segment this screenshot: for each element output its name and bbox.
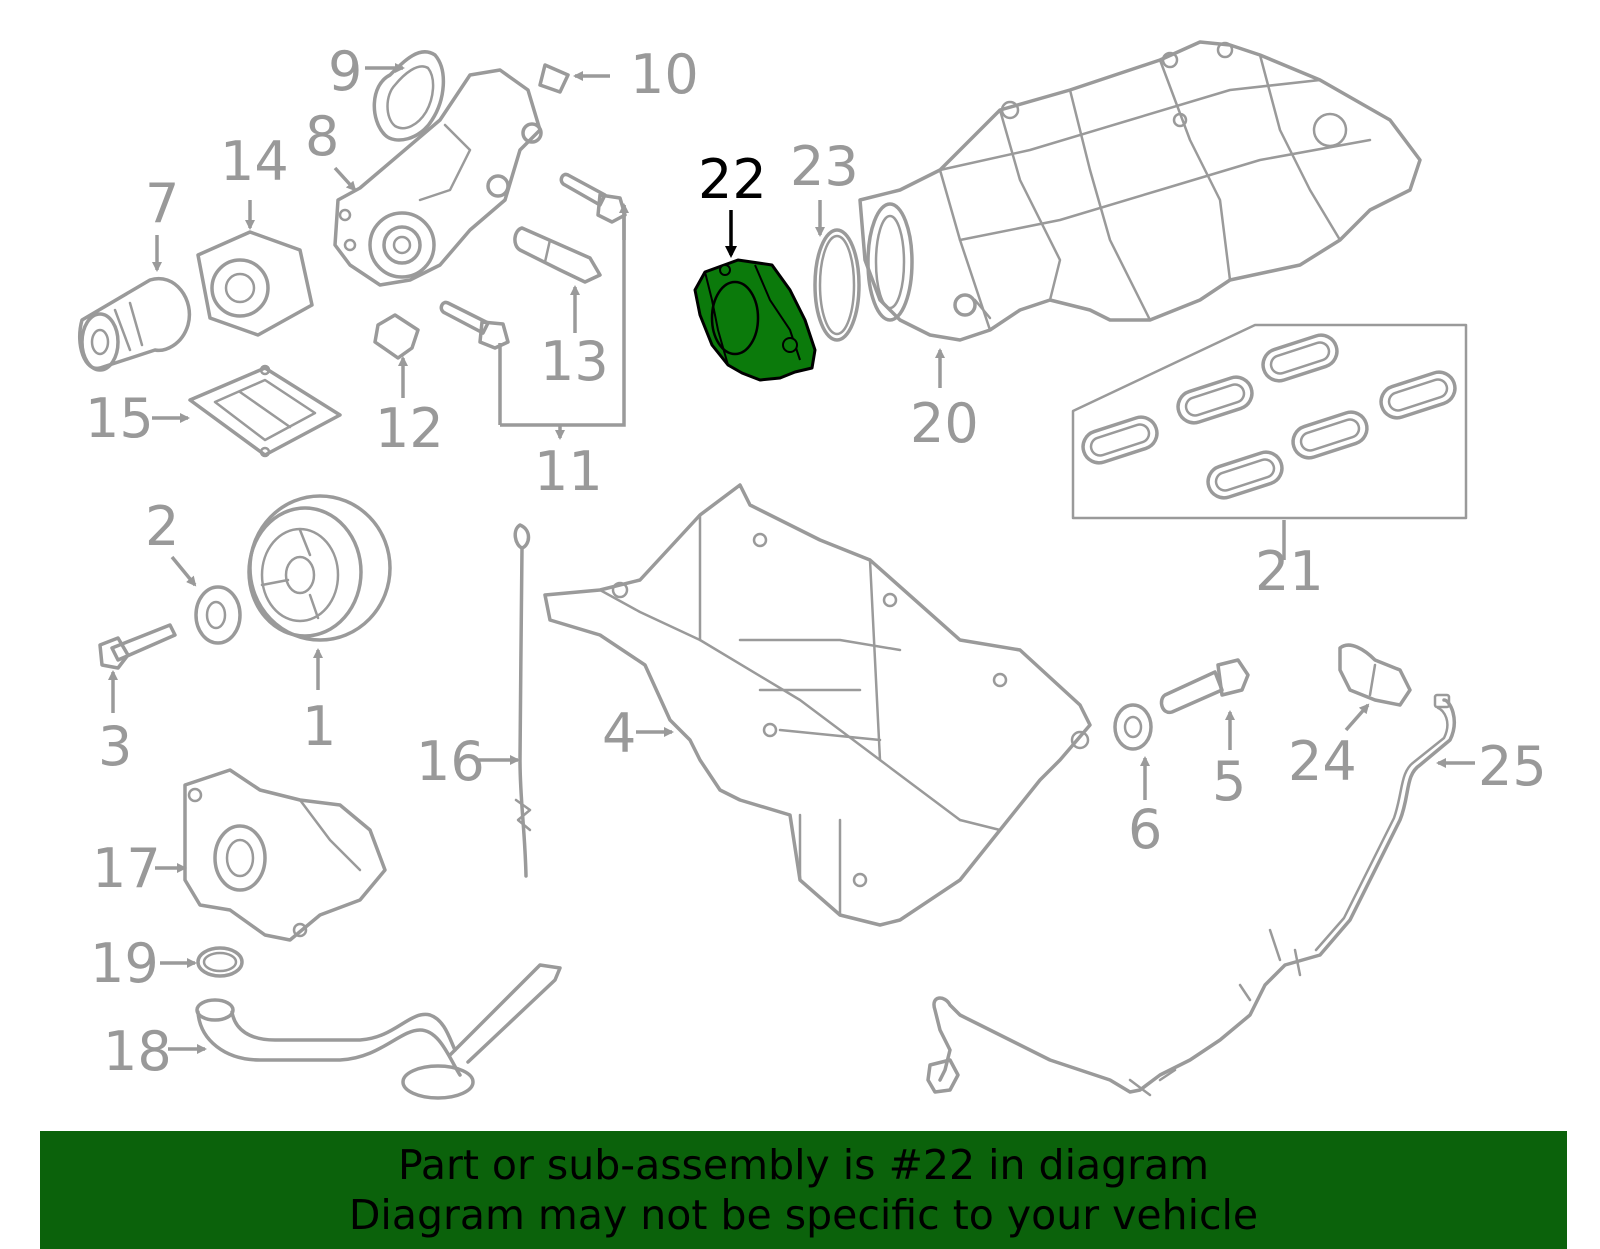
callout-8: 8 <box>305 105 339 168</box>
part-24-sensor[interactable] <box>1338 643 1412 707</box>
callout-21: 21 <box>1255 540 1324 603</box>
part-3-bolt[interactable] <box>98 623 177 670</box>
callout-labels: 9 10 8 14 7 15 12 13 11 2 3 1 16 4 17 19… <box>85 40 1547 1083</box>
leader-lines <box>108 63 1475 1054</box>
callout-23: 23 <box>790 135 859 198</box>
part-5-drain-plug[interactable] <box>1159 658 1250 715</box>
part-12-plug[interactable] <box>373 313 420 360</box>
banner-line-1: Part or sub-assembly is #22 in diagram <box>397 1141 1210 1189</box>
part-11-bolts[interactable] <box>439 172 627 350</box>
part-7-oil-filter[interactable] <box>77 276 192 372</box>
part-6-washer[interactable] <box>1113 703 1153 751</box>
callout-4: 4 <box>602 702 636 765</box>
part-22-throttle-body[interactable] <box>693 258 817 382</box>
callout-2: 2 <box>145 495 179 558</box>
callout-5: 5 <box>1212 750 1246 813</box>
callout-16: 16 <box>416 730 485 793</box>
part-8-filter-housing[interactable] <box>333 68 543 287</box>
callout-3: 3 <box>98 715 132 778</box>
part-23-o-ring[interactable] <box>813 228 861 342</box>
part-9-gasket[interactable] <box>372 50 446 142</box>
callout-19: 19 <box>90 932 159 995</box>
part-25-wiring-harness[interactable] <box>926 693 1456 1097</box>
part-14-oil-cooler[interactable] <box>196 230 314 337</box>
part-19-o-ring[interactable] <box>196 946 244 978</box>
part-1-pulley[interactable] <box>247 494 392 642</box>
callout-22: 22 <box>698 148 767 211</box>
callout-24: 24 <box>1288 730 1357 793</box>
callout-11: 11 <box>534 440 603 503</box>
info-banner: Part or sub-assembly is #22 in diagram D… <box>40 1131 1567 1249</box>
callout-12: 12 <box>375 397 444 460</box>
part-21-gasket-set[interactable] <box>1071 323 1468 520</box>
callout-15: 15 <box>85 387 154 450</box>
callout-20: 20 <box>910 392 979 455</box>
callout-9: 9 <box>328 40 362 103</box>
part-20-intake-manifold[interactable] <box>858 40 1422 342</box>
callout-25: 25 <box>1478 735 1547 798</box>
callout-13: 13 <box>540 330 609 393</box>
callout-10: 10 <box>630 43 699 106</box>
part-15-gasket-plate[interactable] <box>188 364 342 458</box>
callout-14: 14 <box>220 130 289 193</box>
callout-17: 17 <box>92 837 161 900</box>
part-13-sensor[interactable] <box>513 226 602 284</box>
part-10-cap[interactable] <box>538 63 570 94</box>
callout-6: 6 <box>1128 798 1162 861</box>
callout-1: 1 <box>302 695 336 758</box>
banner-line-2: Diagram may not be specific to your vehi… <box>348 1191 1259 1239</box>
part-4-oil-pan[interactable] <box>543 483 1092 927</box>
part-2-seal[interactable] <box>194 585 242 645</box>
part-17-oil-pump[interactable] <box>183 768 387 942</box>
callout-18: 18 <box>103 1020 172 1083</box>
part-16-dipstick[interactable] <box>513 523 532 878</box>
part-18-pickup-tube[interactable] <box>195 963 562 1100</box>
callout-7: 7 <box>145 172 179 235</box>
